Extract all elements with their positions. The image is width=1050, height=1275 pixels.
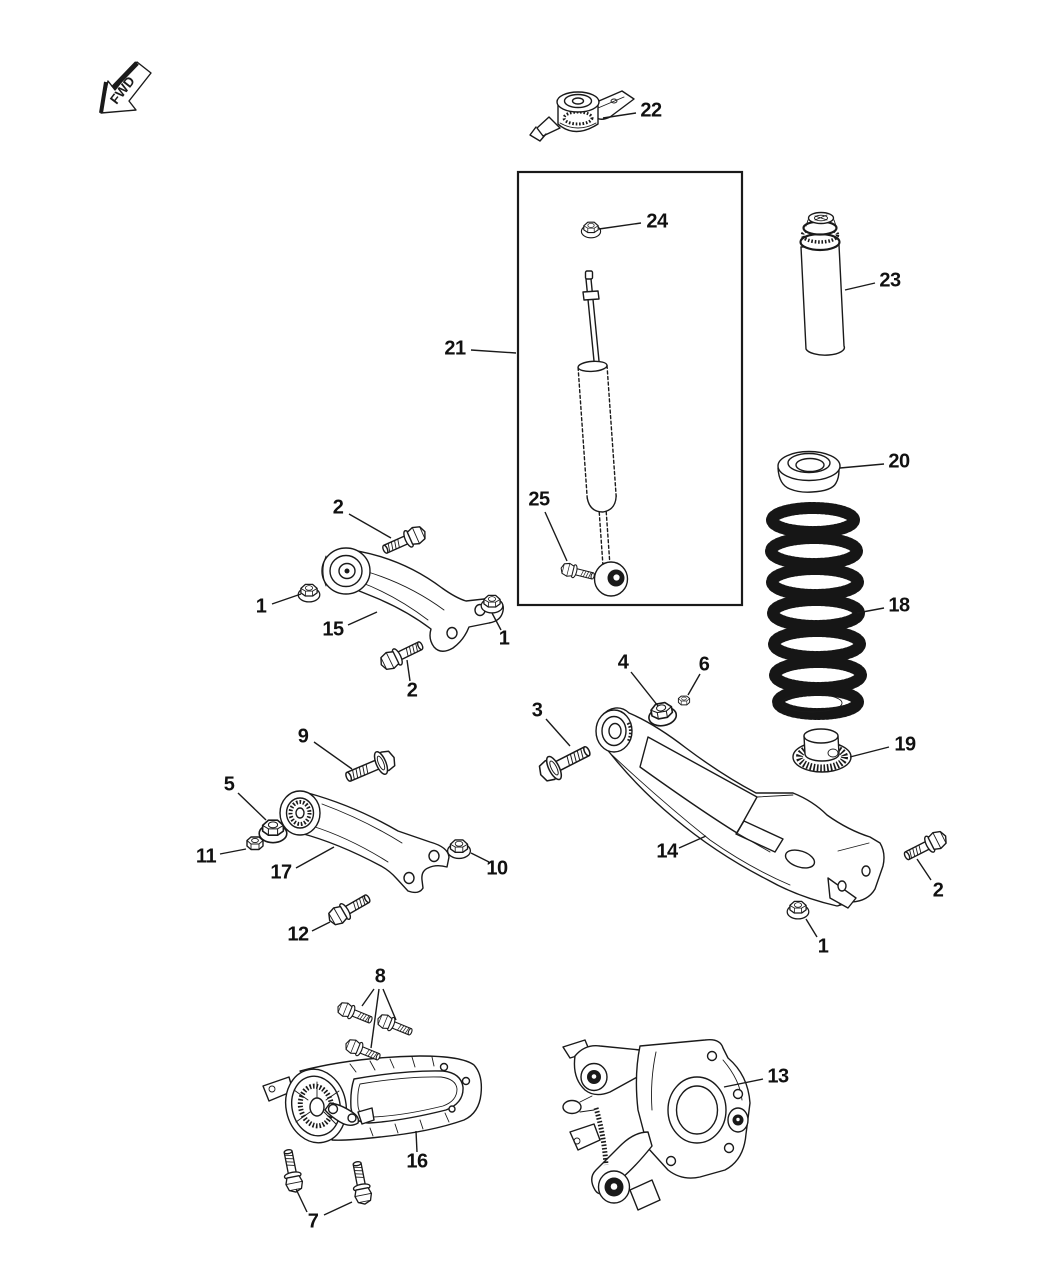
leader-line-9 (313, 741, 353, 770)
shock-mount (529, 90, 635, 142)
leader-line-1 (805, 918, 818, 938)
bolt-25 (559, 561, 597, 584)
leader-line-3 (545, 718, 571, 747)
leader-line-14 (678, 835, 707, 849)
bolt-2-lower (376, 636, 427, 674)
lower-control-arm (595, 707, 885, 909)
leader-line-23 (844, 282, 876, 291)
leader-line-16 (415, 1130, 418, 1153)
leader-line-4 (630, 671, 659, 707)
leader-line-2 (916, 858, 932, 881)
leader-line-7 (323, 1201, 353, 1216)
leader-line-6 (687, 673, 701, 696)
leader-line-8 (382, 988, 397, 1021)
leader-line-1 (491, 612, 502, 631)
leader-line-5 (237, 792, 267, 821)
shock-absorber (577, 270, 629, 597)
trailing-arm (262, 1055, 483, 1144)
nut-11 (246, 836, 264, 851)
leader-line-18 (856, 607, 885, 614)
fwd-arrow: FWD (99, 61, 152, 114)
leader-line-8 (370, 988, 380, 1049)
nut-1-rear (786, 900, 810, 920)
leader-line-2 (406, 659, 411, 682)
dust-shield (799, 211, 846, 356)
coil-spring (765, 502, 867, 720)
upper-control-arm (321, 547, 504, 652)
knuckle (562, 1038, 751, 1211)
spring-isolator-lower (792, 728, 852, 773)
leader-lines (219, 112, 932, 1216)
bolt-3 (534, 738, 596, 787)
nut-6 (677, 695, 691, 706)
leader-line-13 (723, 1078, 764, 1088)
spring-isolator-upper (777, 450, 841, 493)
nut-4 (645, 700, 679, 729)
leader-line-19 (849, 746, 890, 758)
bolt-8-a (334, 999, 375, 1028)
leader-line-12 (311, 921, 331, 932)
detail-box (516, 170, 744, 607)
nut-10 (446, 839, 472, 860)
leader-line-2 (348, 513, 392, 539)
nut-1-left (297, 583, 321, 603)
leader-line-25 (544, 511, 568, 562)
bolt-7-b (347, 1159, 374, 1207)
leader-line-22 (602, 112, 637, 119)
leader-line-7 (295, 1188, 308, 1213)
nut-24 (580, 221, 602, 239)
toe-link-arm (279, 790, 450, 894)
leader-line-11 (219, 848, 247, 855)
leader-line-21 (470, 349, 517, 354)
leader-line-24 (598, 222, 642, 230)
leader-line-8 (361, 988, 375, 1007)
leader-line-10 (470, 852, 490, 863)
leader-line-17 (295, 846, 335, 869)
bolt-7-a (278, 1147, 305, 1195)
leader-line-1 (271, 593, 302, 605)
leader-line-15 (347, 611, 378, 626)
bolt-12 (324, 889, 374, 929)
leader-line-20 (839, 463, 885, 469)
bolt-2-rear (900, 827, 951, 866)
bolt-2-upper (379, 522, 430, 559)
nut-1-right (480, 594, 504, 614)
